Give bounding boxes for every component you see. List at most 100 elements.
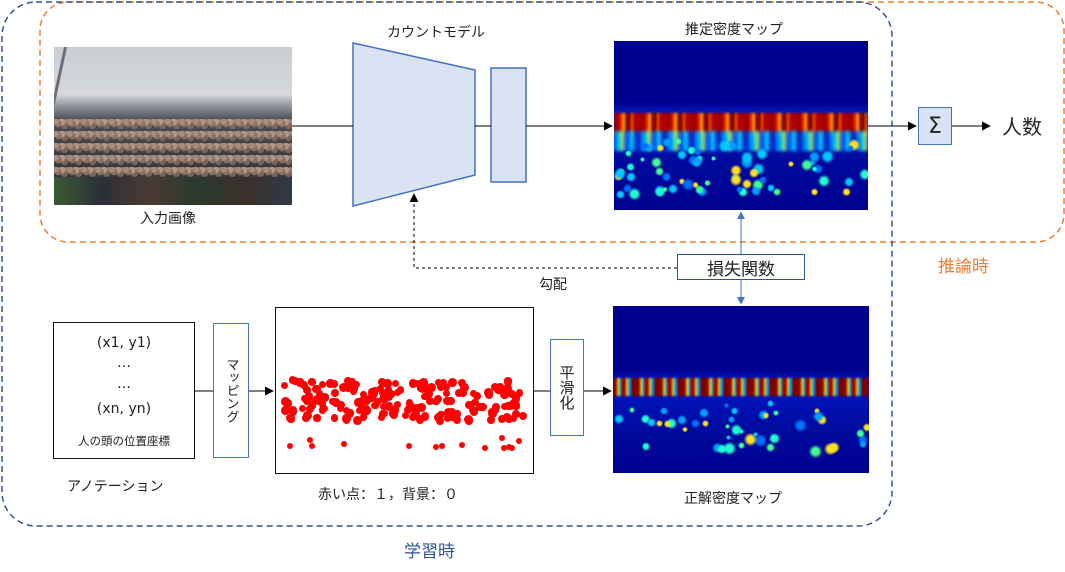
density-spot xyxy=(698,407,709,419)
head-dot xyxy=(301,414,311,423)
head-dot xyxy=(343,406,351,414)
density-spot xyxy=(773,410,780,417)
density-spot xyxy=(626,162,635,172)
head-dot xyxy=(303,386,311,395)
density-spot xyxy=(755,147,768,160)
head-dot xyxy=(357,397,366,405)
density-spot xyxy=(738,442,746,450)
density-spot xyxy=(800,159,813,172)
head-dot xyxy=(401,411,410,420)
density-spot xyxy=(794,418,807,432)
head-dot xyxy=(366,393,376,403)
density-spot xyxy=(753,431,759,437)
density-spot xyxy=(730,423,743,436)
head-dot xyxy=(406,442,413,449)
density-spot xyxy=(736,185,744,193)
head-dot xyxy=(438,443,445,450)
annotation-label: アノテーション xyxy=(67,479,164,495)
head-dot xyxy=(329,397,337,406)
annotation-box: (x1, y1) … … (xn, yn) 人の頭の位置座標 xyxy=(53,322,195,459)
density-spot xyxy=(859,440,867,449)
head-dot xyxy=(444,407,453,417)
head-dot xyxy=(380,410,388,418)
density-spot xyxy=(641,442,651,451)
head-dot xyxy=(439,378,447,386)
gt-map-label: 正解密度マップ xyxy=(684,491,782,507)
density-spot xyxy=(625,171,636,182)
density-spot xyxy=(640,157,646,163)
density-spot xyxy=(741,178,752,189)
head-dot xyxy=(370,401,379,410)
density-spot xyxy=(738,186,748,197)
density-spot xyxy=(641,141,650,150)
head-dot xyxy=(512,409,521,419)
density-spot xyxy=(690,418,701,429)
head-dot xyxy=(338,383,348,393)
mapping-box: マッピング xyxy=(213,323,249,458)
density-spot xyxy=(730,407,739,415)
density-spot xyxy=(725,434,731,440)
head-dot xyxy=(384,385,393,394)
head-dot xyxy=(473,392,482,401)
coord-line-4: (xn, yn) xyxy=(96,401,152,417)
head-dot xyxy=(505,444,512,451)
sum-symbol: Σ xyxy=(928,113,942,139)
head-dot xyxy=(371,386,379,395)
head-dot xyxy=(457,378,467,387)
head-dot xyxy=(309,442,316,449)
smoothing-label: 平滑化 xyxy=(557,365,576,410)
head-dot xyxy=(448,413,456,421)
head-dot xyxy=(519,412,528,421)
head-dot xyxy=(396,386,405,394)
head-dot xyxy=(417,402,426,412)
density-spot xyxy=(842,187,852,197)
head-dot xyxy=(426,396,435,405)
head-dot xyxy=(376,384,384,392)
head-dot xyxy=(320,393,330,402)
count-model-label: カウントモデル xyxy=(387,25,485,41)
estimated-density-map xyxy=(614,41,868,210)
head-dot xyxy=(296,377,305,386)
density-spot xyxy=(728,142,737,151)
head-dot xyxy=(452,415,461,424)
head-dot xyxy=(459,441,466,448)
head-dot xyxy=(308,402,316,411)
density-spot xyxy=(725,424,731,430)
head-dot xyxy=(454,410,462,418)
head-dot xyxy=(465,400,475,410)
coord-line-1: (x1, y1) xyxy=(96,335,152,351)
density-spot xyxy=(812,411,824,422)
dot-map-points xyxy=(276,308,533,473)
density-spot xyxy=(662,187,668,193)
head-dot xyxy=(303,397,311,405)
density-spot xyxy=(682,426,688,432)
density-spot xyxy=(821,150,834,163)
annotation-caption: 人の頭の位置座標 xyxy=(78,434,170,448)
dot-map-box xyxy=(275,307,534,474)
density-spot xyxy=(718,139,731,153)
gradient-label: 勾配 xyxy=(539,277,567,293)
head-dot xyxy=(469,405,478,415)
head-dot xyxy=(446,396,456,406)
head-dot xyxy=(503,383,512,393)
head-dot xyxy=(497,414,506,424)
density-spot xyxy=(695,185,704,194)
head-dot xyxy=(418,378,428,388)
head-dot xyxy=(411,409,421,419)
head-dot xyxy=(414,380,422,388)
density-spot xyxy=(855,428,865,438)
density-spot xyxy=(727,415,736,424)
head-dot xyxy=(288,407,298,416)
density-spot xyxy=(640,414,650,424)
head-dot xyxy=(331,388,339,397)
loss-label: 損失関数 xyxy=(707,259,775,280)
head-dot xyxy=(487,416,495,424)
input-image-label: 入力画像 xyxy=(140,211,196,227)
head-dot xyxy=(374,398,382,406)
head-dot xyxy=(350,387,358,395)
head-dot xyxy=(481,445,488,452)
output-label: 人数 xyxy=(1002,115,1042,139)
head-dot xyxy=(460,383,470,392)
